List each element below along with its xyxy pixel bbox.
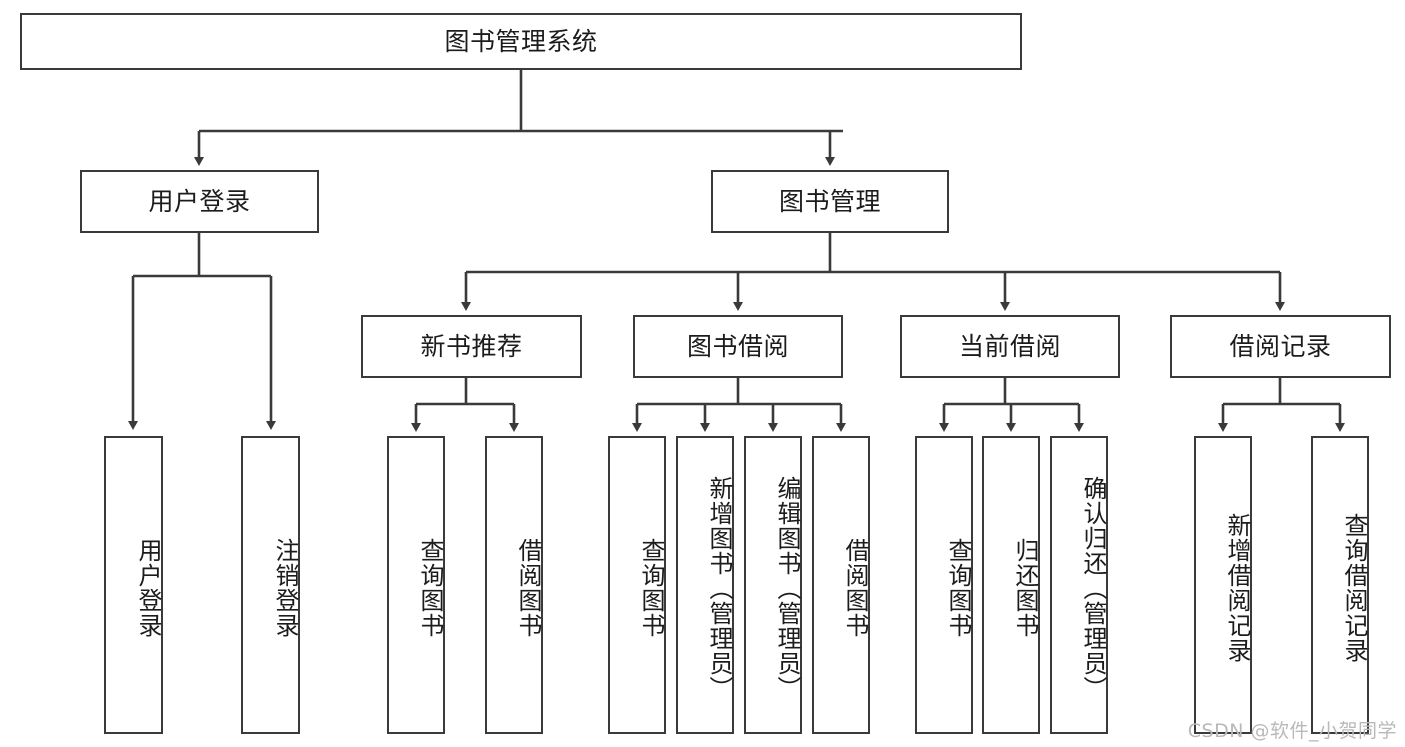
node-label: 图书管理: [778, 186, 881, 216]
leaf-query-book-1[interactable]: 查询图书: [387, 436, 445, 734]
node-label: 借阅图书: [841, 538, 869, 638]
leaf-user-login[interactable]: 用户登录: [104, 436, 163, 734]
leaf-logout-login[interactable]: 注销登录: [241, 436, 300, 734]
node-label: 查询图书: [944, 538, 972, 638]
leaf-query-book-3[interactable]: 查询图书: [915, 436, 973, 734]
node-label: 当前借阅: [958, 331, 1061, 361]
leaf-borrow-book-2[interactable]: 借阅图书: [812, 436, 870, 734]
node-label: 新书推荐: [420, 331, 523, 361]
node-new-book-recommend[interactable]: 新书推荐: [361, 315, 582, 378]
node-book-management[interactable]: 图书管理: [711, 170, 949, 233]
node-label: 查询图书: [637, 538, 665, 638]
leaf-query-borrow-record[interactable]: 查询借阅记录: [1311, 436, 1369, 734]
node-label: 归还图书: [1011, 538, 1039, 638]
node-label: 用户登录: [134, 538, 162, 638]
node-book-management-system[interactable]: 图书管理系统: [20, 13, 1022, 70]
node-label: 注销登录: [271, 538, 299, 638]
leaf-edit-book[interactable]: 编辑图书（管理员）: [744, 436, 802, 734]
leaf-borrow-book-1[interactable]: 借阅图书: [485, 436, 543, 734]
node-label: 用户登录: [148, 186, 251, 216]
node-label: 新增借阅记录: [1223, 513, 1251, 663]
leaf-add-borrow-record[interactable]: 新增借阅记录: [1194, 436, 1252, 734]
watermark-text: CSDN @软件_小贺同学: [1187, 720, 1397, 742]
leaf-query-book-2[interactable]: 查询图书: [608, 436, 666, 734]
leaf-add-book[interactable]: 新增图书（管理员）: [676, 436, 734, 734]
node-label: 图书借阅: [686, 331, 789, 361]
node-label: 新增图书（管理员）: [705, 475, 733, 701]
node-current-borrow[interactable]: 当前借阅: [900, 315, 1120, 378]
leaf-return-book[interactable]: 归还图书: [982, 436, 1040, 734]
leaf-confirm-return[interactable]: 确认归还（管理员）: [1050, 436, 1108, 734]
node-label: 借阅图书: [514, 538, 542, 638]
node-label: 查询图书: [416, 538, 444, 638]
node-label: 查询借阅记录: [1340, 513, 1368, 663]
node-label: 确认归还（管理员）: [1079, 475, 1107, 701]
node-label: 图书管理系统: [444, 26, 598, 56]
node-user-login[interactable]: 用户登录: [80, 170, 319, 233]
node-borrow-record[interactable]: 借阅记录: [1170, 315, 1391, 378]
node-label: 借阅记录: [1229, 331, 1332, 361]
node-book-borrow[interactable]: 图书借阅: [633, 315, 843, 378]
node-label: 编辑图书（管理员）: [773, 475, 801, 701]
